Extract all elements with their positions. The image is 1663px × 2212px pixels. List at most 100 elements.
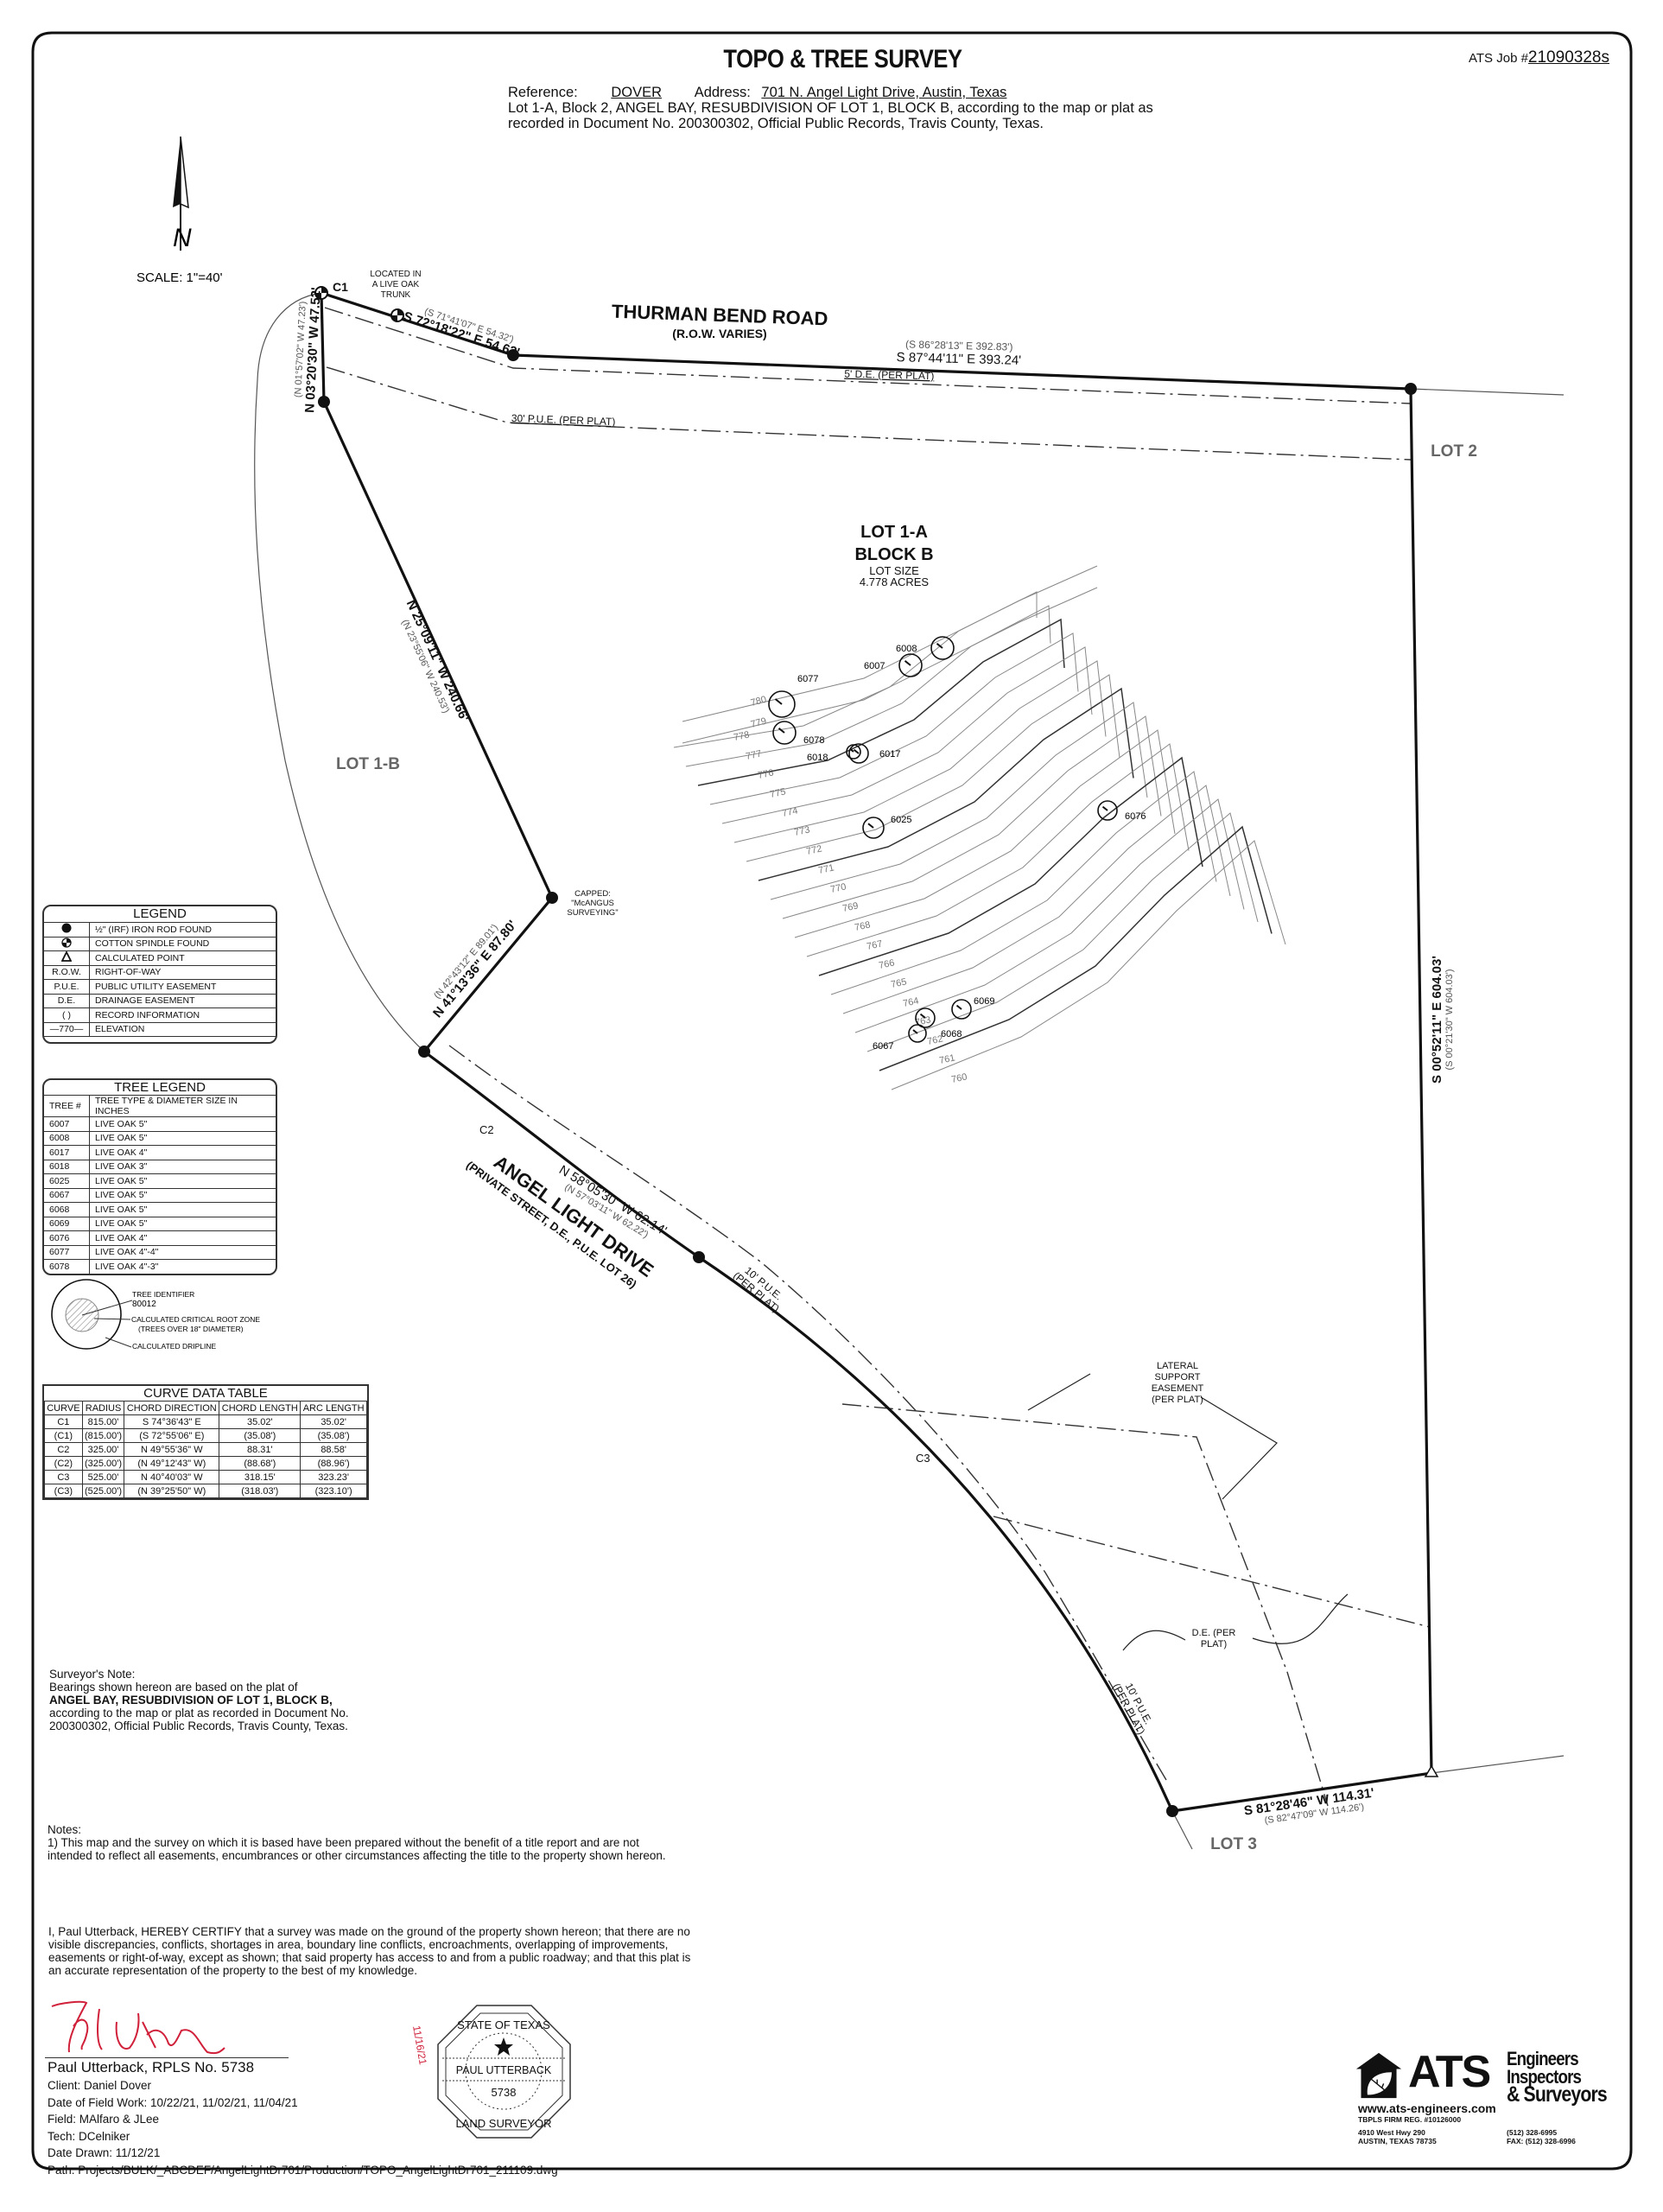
tree-marker[interactable]: 6078 xyxy=(772,721,824,746)
legend-symbol: R.O.W. xyxy=(44,964,90,980)
curve-cell: (C3) xyxy=(44,1484,83,1498)
curve-cell: 325.00' xyxy=(81,1442,125,1457)
contour-label: 764 xyxy=(902,995,919,1009)
contour-line xyxy=(842,785,1231,1014)
cotton-spindle-icon xyxy=(314,286,328,300)
company-website[interactable]: www.ats-engineers.com xyxy=(1358,2101,1496,2115)
contour-label: 777 xyxy=(745,748,762,762)
lot-1a-label: LOT 1-A xyxy=(860,523,928,542)
tree-marker[interactable]: 6025 xyxy=(862,815,911,839)
curve-row: (C2)(325.00')(N 49°12'43" W)(88.68')(88.… xyxy=(44,1456,367,1471)
crz-note: (TREES OVER 18" DIAMETER) xyxy=(138,1325,244,1333)
dripline-label: CALCULATED DRIPLINE xyxy=(132,1342,216,1351)
contour-line xyxy=(709,632,1079,805)
east-bearing-record: (S 00°21'30" W 604.03') xyxy=(1444,969,1455,1070)
c2-label: C2 xyxy=(479,1123,494,1136)
curve-cell: (323.10') xyxy=(300,1484,367,1498)
tree-dripline-icon xyxy=(862,817,885,839)
tree-dripline-icon xyxy=(951,999,972,1020)
tree-number: 6076 xyxy=(44,1230,90,1245)
iron-rod-marker xyxy=(1166,1805,1178,1817)
contour-line xyxy=(830,771,1217,995)
tree-identifier-label: TREE IDENTIFIER xyxy=(132,1290,194,1299)
tree-type: LIVE OAK 3" xyxy=(89,1159,276,1174)
tree-legend-table: TREE LEGEND TREE #TREE TYPE & DIAMETER S… xyxy=(42,1078,277,1275)
tree-type: LIVE OAK 4" xyxy=(89,1230,276,1245)
road-row-note: (R.O.W. VARIES) xyxy=(672,327,766,340)
tree-marker[interactable]: 6067 xyxy=(873,1024,927,1052)
tree-marker[interactable]: 6017 xyxy=(848,743,900,764)
contour-label: 762 xyxy=(926,1033,943,1047)
contour-label: 761 xyxy=(938,1052,955,1066)
tree-type-col-header: TREE TYPE & DIAMETER SIZE IN INCHES xyxy=(89,1095,276,1117)
c3-label: C3 xyxy=(916,1452,930,1465)
leader-lines xyxy=(1027,1373,1349,1651)
curve-header: CHORD DIRECTION xyxy=(124,1401,220,1415)
legend-text: ELEVATION xyxy=(89,1021,276,1036)
tree-dripline-icon xyxy=(930,636,955,660)
contour-line xyxy=(891,840,1286,1090)
tree-number: 6018 xyxy=(44,1159,90,1174)
contour-label: 767 xyxy=(866,938,883,952)
capped-note-1: CAPPED: xyxy=(574,889,611,899)
lateral-note-1: LATERAL xyxy=(1157,1361,1198,1371)
contour-label: 776 xyxy=(757,767,774,781)
legend-text: PUBLIC UTILITY EASEMENT xyxy=(89,979,276,994)
address-line-2: AUSTIN, TEXAS 78735 xyxy=(1358,2137,1437,2145)
tree-number-label: 6007 xyxy=(864,661,885,671)
sw-bearing: N 41°13'36" E 87.80' xyxy=(430,918,520,1020)
tree-marker[interactable]: 6069 xyxy=(951,996,994,1020)
surveyors-note-line: Bearings shown hereon are based on the p… xyxy=(49,1681,298,1694)
tree-type: LIVE OAK 5" xyxy=(89,1173,276,1188)
address-line-1: 4910 West Hwy 290 xyxy=(1358,2128,1425,2137)
contour-lines: 7787777767757747737727717707697687677667… xyxy=(673,565,1286,1090)
tree-marker[interactable]: 6077 xyxy=(768,674,818,718)
tree-number-label: 6017 xyxy=(879,749,900,760)
tree-number: 6069 xyxy=(44,1216,90,1231)
certification-text: I, Paul Utterback, HEREBY CERTIFY that a… xyxy=(48,1925,691,1977)
tree-type: LIVE OAK 4"-4" xyxy=(89,1244,276,1260)
contour-line xyxy=(854,798,1245,1033)
address-value: 701 N. Angel Light Drive, Austin, Texas xyxy=(761,85,1007,100)
curve-cell: (318.03') xyxy=(219,1484,301,1498)
legend-text: CALCULATED POINT xyxy=(89,950,276,965)
tree-number: 6025 xyxy=(44,1173,90,1188)
seal-title: LAND SURVEYOR xyxy=(455,2117,551,2130)
contour-line xyxy=(758,687,1134,881)
legend-text: RECORD INFORMATION xyxy=(89,1007,276,1022)
contour-line xyxy=(794,729,1176,938)
curve-cell: C2 xyxy=(44,1442,83,1457)
contour-line xyxy=(806,743,1190,957)
contour-line xyxy=(818,756,1203,976)
capped-note-2: "McANGUS xyxy=(571,899,614,908)
tree-number-label: 6078 xyxy=(803,735,824,746)
tree-legend-title: TREE LEGEND xyxy=(114,1080,206,1095)
spindle-note-1: LOCATED IN xyxy=(370,270,421,279)
tree-marker[interactable]: 6076 xyxy=(1097,800,1146,822)
contour-label: 771 xyxy=(817,862,835,876)
tree-number-label: 6076 xyxy=(1125,811,1146,822)
de-note-1: D.E. (PER xyxy=(1192,1628,1236,1638)
curve-cell: (C2) xyxy=(44,1456,83,1471)
tree-dripline-icon xyxy=(772,721,797,745)
job-number-value: 21090328s xyxy=(1527,48,1609,67)
contour-label: 773 xyxy=(793,824,810,838)
tree-marker[interactable]: 6068 xyxy=(915,1007,962,1039)
west-bearing-record: (N 01°57'02" W 47.23') xyxy=(293,301,308,397)
tree-type: LIVE OAK 5" xyxy=(89,1216,276,1231)
legend-symbol: —770— xyxy=(44,1021,90,1036)
iron-rod-marker xyxy=(693,1251,705,1263)
tree-marker[interactable]: 6007 xyxy=(864,653,923,677)
tree-marker[interactable]: 6008 xyxy=(896,636,955,660)
contour-line xyxy=(682,565,1098,722)
curve-cell: (88.68') xyxy=(219,1456,301,1471)
lateral-note-3: EASEMENT xyxy=(1152,1383,1204,1394)
tree-number: 6067 xyxy=(44,1187,90,1203)
